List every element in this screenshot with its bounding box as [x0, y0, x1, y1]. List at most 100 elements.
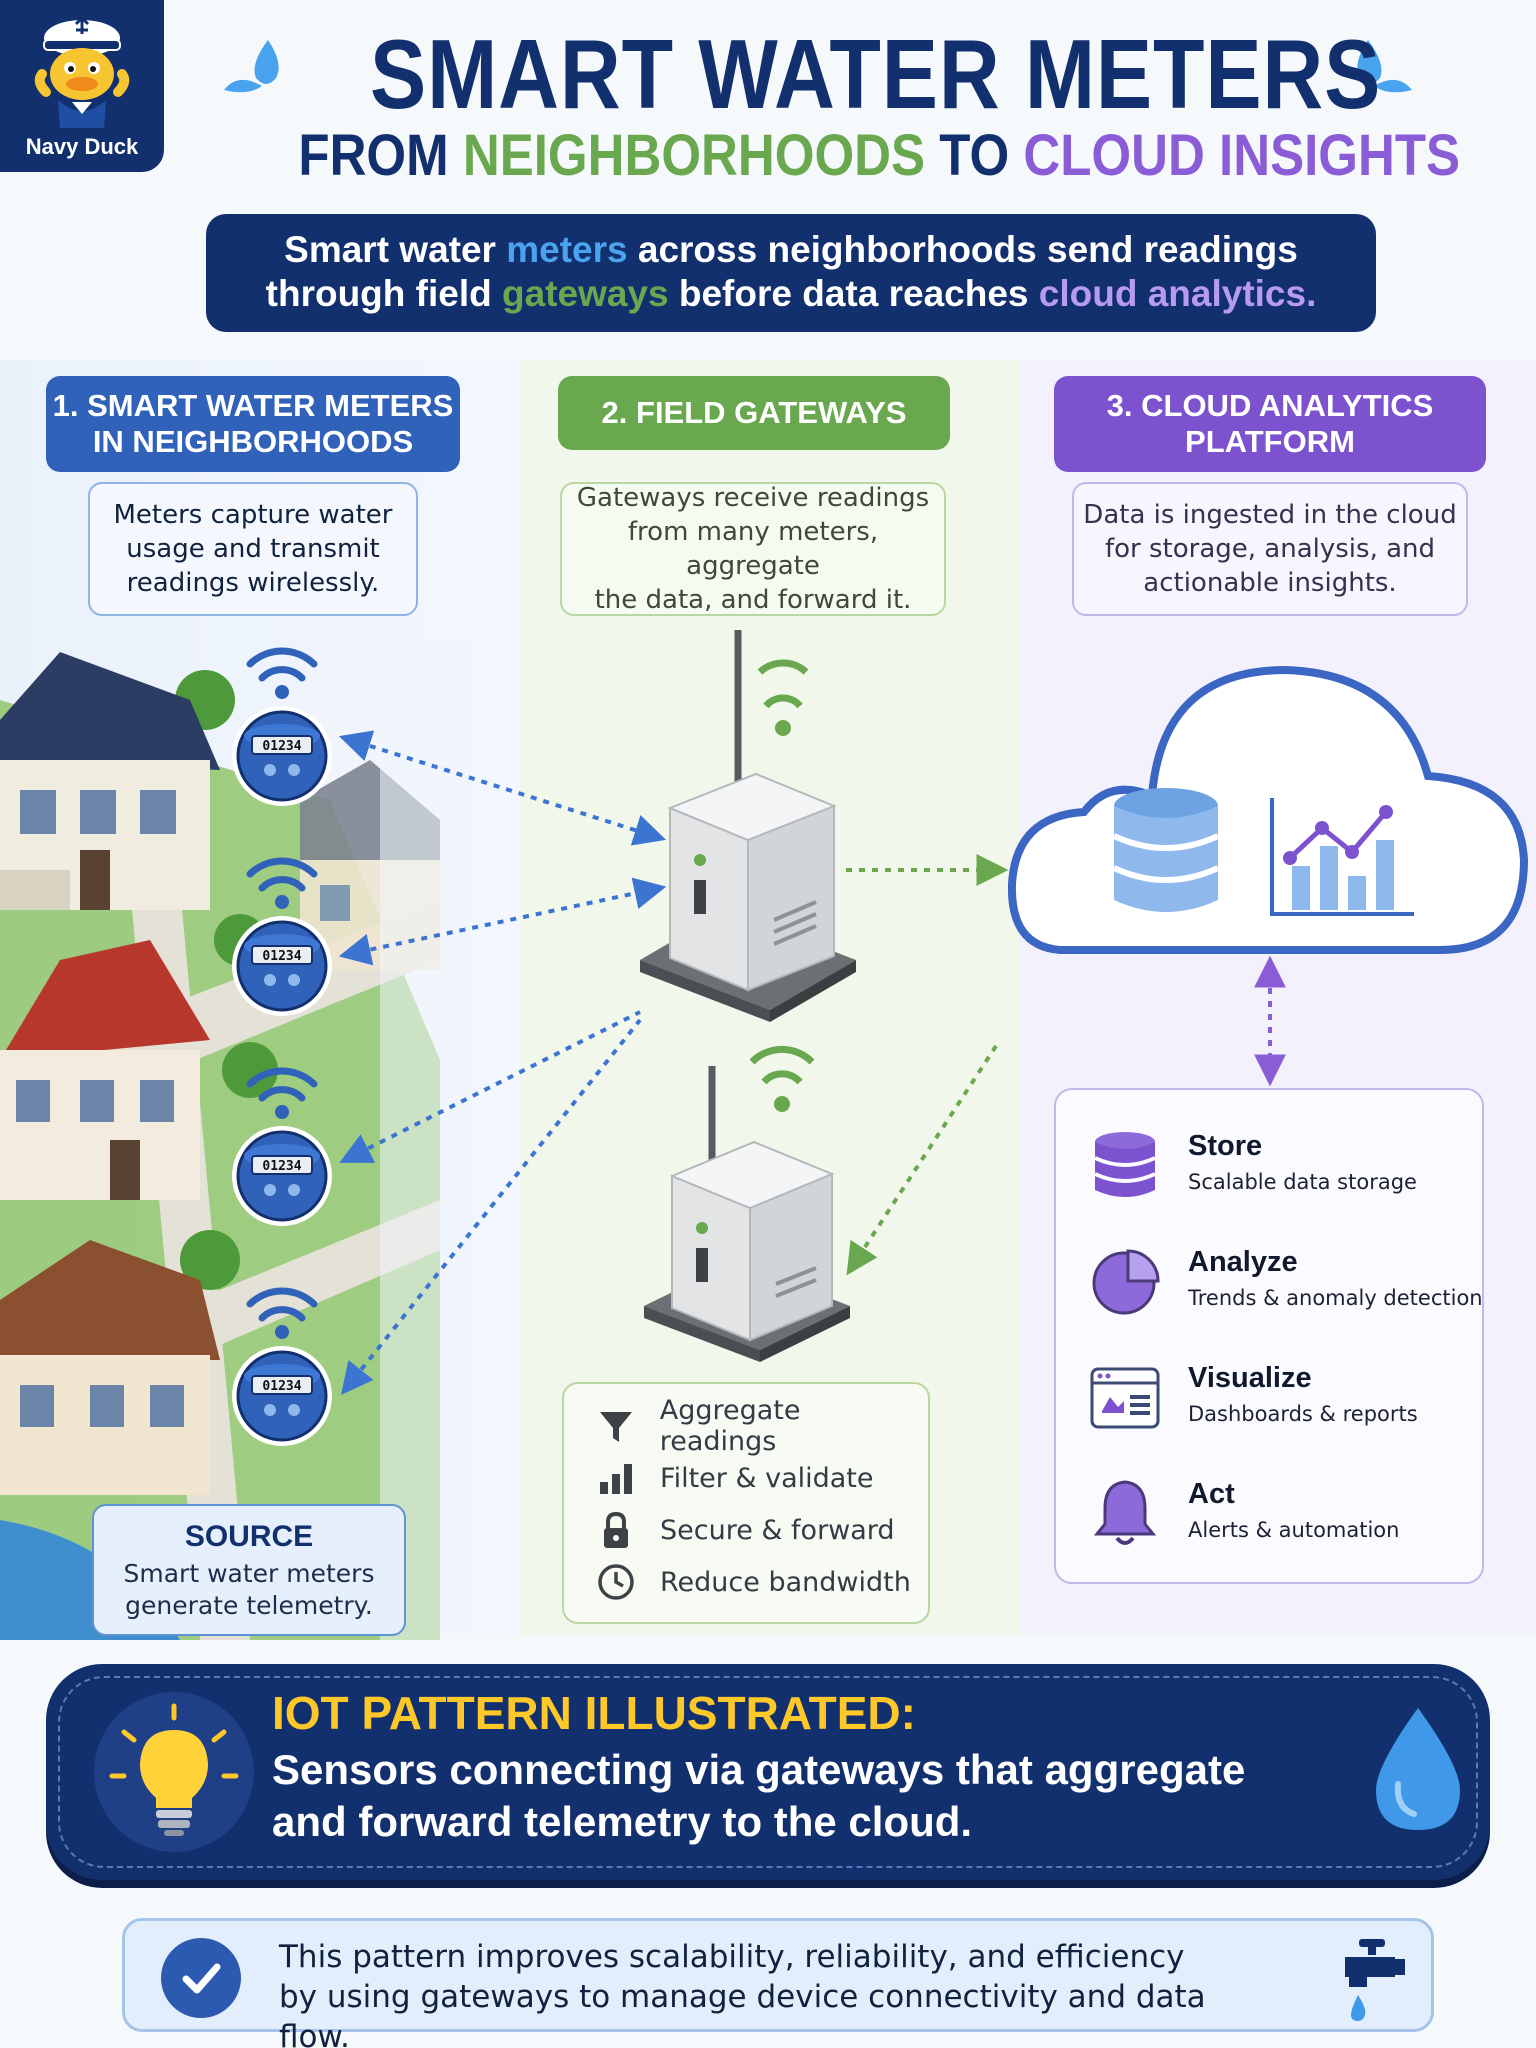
- capability-title: Visualize: [1188, 1362, 1312, 1394]
- water-drop-icon: [1376, 1708, 1460, 1830]
- capability-title: Act: [1188, 1478, 1235, 1510]
- desc-line: Gateways receive readings: [576, 483, 930, 513]
- analytics-chart-icon: [1270, 798, 1414, 916]
- lock-icon: [594, 1508, 638, 1552]
- capability-desc: Scalable data storage: [1188, 1170, 1417, 1194]
- iot-pattern-banner: IOT PATTERN ILLUSTRATED: Sensors connect…: [46, 1664, 1490, 1880]
- source-title: SOURCE: [184, 1520, 314, 1553]
- link-meter-4-gateway: [341, 1018, 642, 1396]
- wifi-signal-icon: [246, 1287, 318, 1339]
- subtitle-neighborhoods: NEIGHBORHOODS: [462, 123, 926, 188]
- bell-icon: [1090, 1474, 1160, 1554]
- iot-text: Sensors connecting via gateways that agg…: [272, 1744, 1332, 1848]
- column-description-cloud: Data is ingested in the cloud for storag…: [1072, 482, 1468, 616]
- column-description-gateways: Gateways receive readings from many mete…: [560, 482, 946, 616]
- cloud-platform: [1007, 665, 1529, 954]
- meter-display: 01234: [262, 1379, 301, 1394]
- checkmark-badge: [161, 1938, 241, 2018]
- intro-banner: Smart water meters across neighborhoods …: [206, 214, 1376, 332]
- wifi-signal-icon: [246, 1067, 318, 1119]
- page-title: SMART WATER METERS: [370, 19, 1382, 129]
- footer-line: This pattern improves scalability, relia…: [279, 1939, 1185, 1975]
- capability-desc: Trends & anomaly detection: [1188, 1286, 1483, 1310]
- link-meter-1-gateway: [338, 730, 667, 846]
- column-heading-gateways: 2. FIELD GATEWAYS: [558, 376, 950, 450]
- iot-title: IOT PATTERN ILLUSTRATED:: [272, 1687, 916, 1739]
- intro-line-2: through field gateways before data reach…: [206, 272, 1376, 316]
- intro-text: before data reaches: [668, 273, 1039, 314]
- gateway-feature-bandwidth: Reduce bandwidth: [594, 1560, 924, 1604]
- desc-line: from many meters, aggregate: [627, 517, 879, 581]
- column-description-meters: Meters capture water usage and transmit …: [88, 482, 418, 616]
- meter-display: 01234: [262, 739, 301, 754]
- desc-line: the data, and forward it.: [594, 585, 912, 615]
- intro-text: Smart water: [284, 229, 507, 270]
- capability-title: Store: [1188, 1130, 1263, 1162]
- heading-line: 1. SMART WATER METERS: [52, 388, 454, 423]
- meter-display: 01234: [262, 1159, 301, 1174]
- lightbulb-badge: [94, 1692, 254, 1852]
- capability-desc: Alerts & automation: [1188, 1518, 1400, 1542]
- link-meter-2-gateway: [338, 877, 667, 966]
- wifi-signal-icon: [246, 647, 318, 699]
- desc-line: Data is ingested in the cloud: [1083, 500, 1457, 530]
- iot-line: and forward telemetry to the cloud.: [272, 1798, 973, 1845]
- smart-water-meter: 01234: [222, 850, 342, 1024]
- house-3: [0, 940, 210, 1200]
- desc-line: for storage, analysis, and: [1104, 534, 1436, 564]
- intro-highlight-cloud: cloud analytics.: [1038, 273, 1317, 314]
- dashboard-icon: [1090, 1358, 1160, 1438]
- cloud-capabilities-panel: Store Scalable data storage Analyze Tren…: [1054, 1088, 1484, 1584]
- desc-line: usage and transmit: [126, 534, 380, 564]
- neighborhood-scene: [0, 640, 470, 1640]
- capability-act: Act Alerts & automation: [1090, 1474, 1480, 1554]
- gateway-feature-label: Secure & forward: [660, 1514, 895, 1546]
- intro-line-1: Smart water meters across neighborhoods …: [206, 228, 1376, 272]
- funnel-icon: [594, 1404, 638, 1448]
- database-icon: [1090, 1126, 1160, 1206]
- intro-highlight-meters: meters: [506, 229, 628, 270]
- clock-icon: [594, 1560, 638, 1604]
- capability-visualize: Visualize Dashboards & reports: [1090, 1358, 1480, 1438]
- gateway-device-1: [640, 630, 856, 1022]
- database-icon: [1112, 788, 1220, 912]
- gateway-feature-label: Reduce bandwidth: [660, 1566, 911, 1598]
- link-meter-3-gateway: [339, 1010, 641, 1163]
- capability-analyze: Analyze Trends & anomaly detection: [1090, 1242, 1483, 1322]
- wifi-signal-icon: [246, 857, 318, 909]
- water-tap-icon: [1345, 1939, 1405, 2021]
- subtitle-part: TO: [925, 123, 1024, 188]
- capability-desc: Dashboards & reports: [1188, 1402, 1418, 1426]
- footer-note: This pattern improves scalability, relia…: [122, 1918, 1434, 2048]
- smart-water-meter: 01234: [222, 1280, 342, 1454]
- heading-line: 2. FIELD GATEWAYS: [601, 395, 907, 430]
- meter-display: 01234: [262, 949, 301, 964]
- source-text: Smart water meters generate telemetry.: [94, 1558, 404, 1622]
- column-heading-cloud: 3. CLOUD ANALYTICS PLATFORM: [1054, 376, 1486, 472]
- navy-duck-logo: Navy Duck: [0, 0, 164, 172]
- desc-line: actionable insights.: [1143, 568, 1397, 598]
- iot-line: Sensors connecting via gateways that agg…: [272, 1746, 1246, 1793]
- duck-mascot-icon: [34, 15, 130, 128]
- intro-highlight-gateways: gateways: [502, 273, 669, 314]
- gateway-features-list: Aggregate readings Filter & validate Sec…: [562, 1382, 930, 1624]
- banner-dashed-border: [58, 1676, 1478, 1868]
- intro-text: across neighborhoods send readings: [627, 229, 1298, 270]
- subtitle-cloud-insights: CLOUD INSIGHTS: [1023, 123, 1461, 188]
- heading-line: IN NEIGHBORHOODS: [92, 424, 414, 459]
- source-line: generate telemetry.: [125, 1591, 373, 1620]
- capability-store: Store Scalable data storage: [1090, 1126, 1480, 1206]
- bar-chart-icon: [594, 1456, 638, 1500]
- footer-line: by using gateways to manage device conne…: [279, 1979, 1206, 2048]
- source-box: SOURCE Smart water meters generate teleme…: [92, 1504, 406, 1636]
- house-4: [0, 1240, 220, 1495]
- smart-water-meter: 01234: [222, 640, 342, 814]
- source-line: Smart water meters: [123, 1559, 375, 1588]
- desc-line: readings wirelessly.: [126, 568, 380, 598]
- gateway-feature-label: Aggregate readings: [659, 1395, 801, 1457]
- water-splash-icon: [224, 40, 279, 93]
- pie-chart-icon: [1090, 1242, 1160, 1322]
- checkmark-icon: [182, 1963, 221, 1994]
- gateway-device-2: [644, 1045, 850, 1362]
